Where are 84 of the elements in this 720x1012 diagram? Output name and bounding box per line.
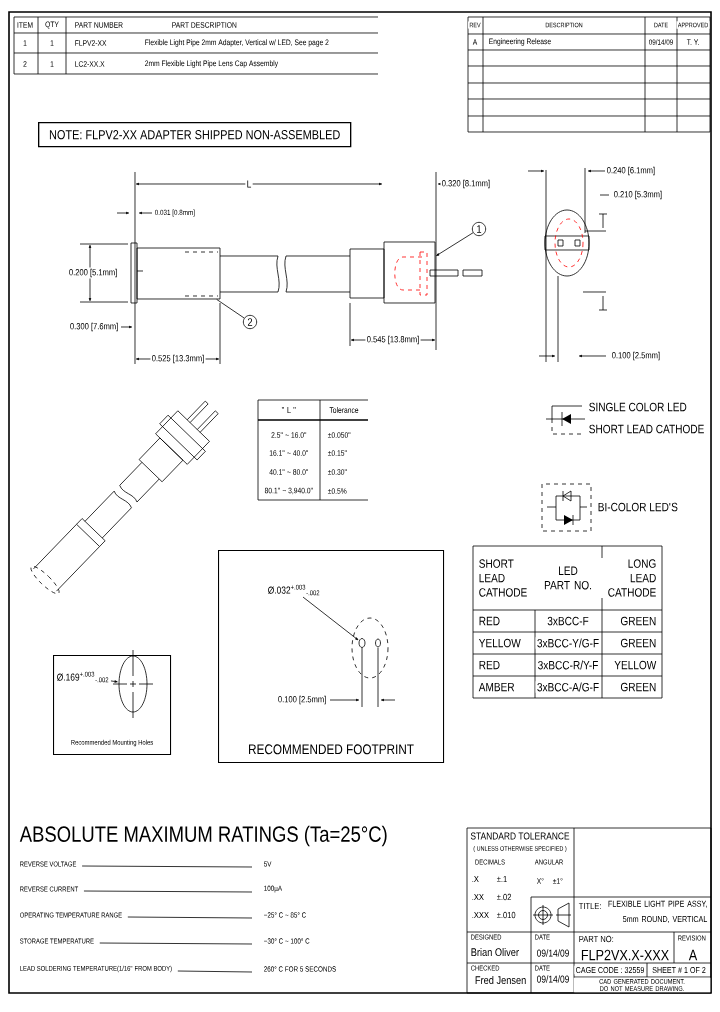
table-header: ITEM [15,20,35,30]
dimension-label: 0.200 [5.1mm] [67,267,119,279]
dimension-label: 0.240 [6.1mm] [605,165,657,177]
title-text: FLEXIBLE LIGHT PIPE ASSY, 5mm ROUND, VERTICAL [608,900,708,924]
leader-line [110,680,118,683]
table-cell: T. Y. [685,37,701,47]
table-cell: LC2-XX.X [73,59,106,69]
field-value: FLP2VX.X-XXX [579,948,671,962]
tolerance-value: .XX [470,892,486,902]
field-label: PART NO: [577,934,616,944]
note-box: NOTE: FLPV2-XX ADAPTER SHIPPED NON-ASSEMBLED [38,122,352,148]
tolerance-value: X° [535,876,546,886]
table-header: Tolerance [328,405,360,415]
table-cell: GREEN [619,637,658,649]
table-cell: ±0.050" [326,430,353,440]
field-value: 09/14/09 [535,948,571,958]
table-cell: 2.5" ~ 16.0" [269,430,309,440]
table-cell: 3xBCC-F [545,615,591,627]
table-cell: Flexible Light Pipe 2mm Adapter, Vertical w/ LED, See page 2 [143,37,331,49]
callout-number: 1 [471,221,487,237]
table-cell: GREEN [619,615,658,627]
table-cell: ±0.15" [326,448,349,458]
table-cell: YELLOW [612,659,658,671]
leader-line [216,299,245,319]
table-cell: 16.1" ~ 40.0" [267,448,311,458]
tolerance-value: ±.1 [495,874,509,884]
table-cell: 2mm Flexible Light Pipe Lens Cap Assembly [143,58,280,70]
lens-cap-outline [383,241,436,304]
symbol-caption: SINGLE COLOR LED [587,401,689,413]
table-cell: FLPV2-XX [73,38,108,48]
dimension-label: 0.100 [2.5mm] [276,694,328,706]
field-value: Brian Oliver [469,946,521,958]
table-cell: RED [477,615,502,627]
leader-line [436,232,474,256]
table-cell: 3xBCC-Y/G-F [535,637,601,649]
block-heading: STANDARD TOLERANCE [469,831,571,841]
field-value: Fred Jensen [473,974,528,986]
dimension-label: 0.100 [2.5mm] [610,350,662,362]
field-value: A [687,948,699,962]
tolerance-value: .XXX [470,910,491,920]
table-cell: YELLOW [477,637,523,649]
table-cell: 2 [21,59,29,69]
table-header: LED PART NO. [535,565,601,591]
table-cell: A [471,37,479,47]
table-header: QTY [43,20,61,30]
table-header: PART NUMBER [73,20,125,30]
table-cell: GREEN [619,681,658,693]
dimension-label: 0.545 [13.8mm] [365,334,421,346]
tolerance-value: ±1° [551,876,565,886]
field-label: TITLE: [577,901,603,911]
leader-line [302,596,359,641]
table-header: PART DESCRIPTION [170,20,239,30]
dimension-label: 0.300 [7.6mm] [68,321,120,333]
field-value: CAGE CODE : 32559 [574,965,646,975]
symbol-caption: BI-COLOR LED'S [596,501,680,513]
dimension-label: 0.320 [8.1mm] [440,178,492,190]
table-cell: 1 [48,59,56,69]
dimension-label: L [245,179,253,189]
symbol-caption: SHORT LEAD CATHODE [587,423,706,435]
table-cell: 80.1" ~ 3,940.0" [263,486,315,496]
table-cell: ±0.5% [326,486,349,496]
field-value: 09/14/09 [535,974,571,984]
table-cell: AMBER [477,681,516,693]
dimension-label: 0.210 [5.3mm] [612,189,664,201]
tolerance-value: ±.02 [495,892,513,902]
table-cell: ±0.30" [326,467,349,477]
table-cell: 3xBCC-A/G-F [535,681,601,693]
table-cell: Engineering Release [487,36,553,48]
table-cell: 1 [48,38,56,48]
table-cell: RED [477,659,502,671]
field-value: SHEET # 1 OF 2 [650,965,708,975]
table-header: " L " [280,405,298,415]
tolerance-value: .X [470,874,481,884]
heading: ABSOLUTE MAXIMUM RATINGS (Ta=25°C) [18,824,390,848]
tolerance-value: ±.010 [495,910,517,920]
callout-number: 2 [242,314,258,330]
table-header: SHORT LEAD CATHODE [477,558,536,598]
adapter-body [136,247,221,300]
hole-circle [118,655,148,713]
table-header: LONG LEAD CATHODE [599,558,658,598]
table-cell: 3xBCC-R/Y-F [536,659,600,671]
table-cell: 40.1" ~ 80.0" [267,467,311,477]
table-cell: 1 [21,38,29,48]
dimension-label: 0.525 [13.3mm] [150,353,206,365]
